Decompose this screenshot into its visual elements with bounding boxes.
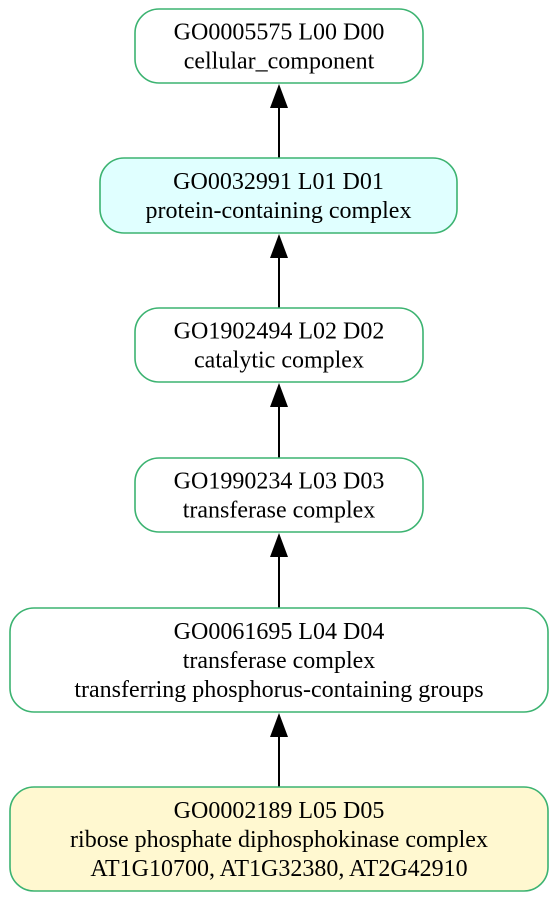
edge-go0032991-to-go0005575	[270, 84, 288, 158]
arrowhead-icon	[270, 84, 288, 108]
node-id-label: GO0005575 L00 D00	[174, 20, 385, 46]
node-id-label: GO0032991 L01 D01	[173, 169, 384, 195]
edges-layer	[270, 84, 288, 787]
node-term-label: transferase complex	[183, 648, 376, 674]
arrowhead-icon	[270, 383, 288, 407]
edge-go0061695-to-go1990234	[270, 533, 288, 608]
node-go0032991: GO0032991 L01 D01 protein-containing comp…	[99, 157, 458, 234]
node-term-label: transferring phosphorus-containing group…	[74, 677, 483, 703]
node-box	[134, 8, 424, 84]
node-term-label: protein-containing complex	[146, 198, 412, 224]
edge-go1990234-to-go1902494	[270, 383, 288, 458]
node-go1902494: GO1902494 L02 D02 catalytic complex	[134, 307, 424, 383]
node-term-label: AT1G10700, AT1G32380, AT2G42910	[90, 856, 467, 882]
node-id-label: GO0002189 L05 D05	[174, 798, 385, 824]
node-term-label: transferase complex	[183, 498, 376, 524]
node-box	[9, 607, 549, 713]
node-term-label: catalytic complex	[194, 348, 364, 374]
node-box	[134, 457, 424, 533]
node-go0061695: GO0061695 L04 D04 transferase complex tran…	[9, 607, 549, 713]
arrowhead-icon	[270, 533, 288, 557]
node-id-label: GO1990234 L03 D03	[174, 469, 385, 495]
nodes-layer: GO0005575 L00 D00 cellular_componentGO003…	[9, 8, 549, 892]
edge-go0002189-to-go0061695	[270, 713, 288, 787]
arrowhead-icon	[270, 234, 288, 258]
node-box	[9, 786, 549, 892]
node-go0002189: GO0002189 L05 D05 ribose phosphate diphos…	[9, 786, 549, 892]
node-go0005575: GO0005575 L00 D00 cellular_component	[134, 8, 424, 84]
node-id-label: GO0061695 L04 D04	[174, 619, 385, 645]
arrowhead-icon	[270, 713, 288, 737]
node-box	[134, 307, 424, 383]
node-id-label: GO1902494 L02 D02	[174, 319, 385, 345]
node-go1990234: GO1990234 L03 D03 transferase complex	[134, 457, 424, 533]
edge-go1902494-to-go0032991	[270, 234, 288, 308]
node-term-label: ribose phosphate diphosphokinase complex	[70, 827, 488, 853]
node-box	[99, 157, 458, 234]
node-term-label: cellular_component	[184, 49, 375, 75]
